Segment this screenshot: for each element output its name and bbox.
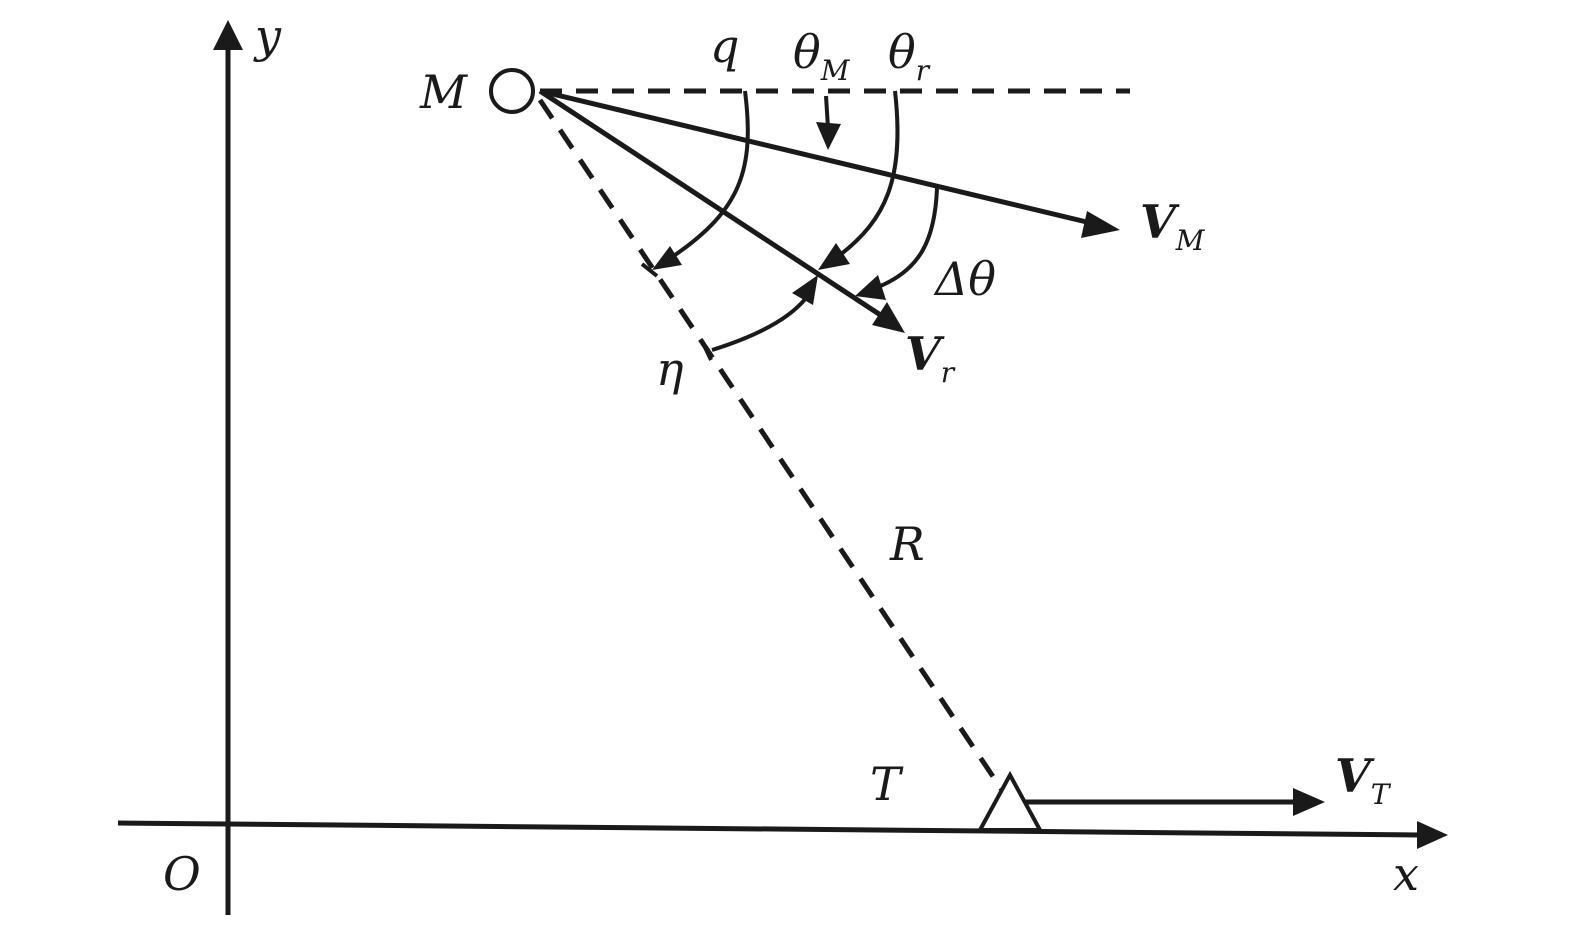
- target-label: T: [870, 757, 904, 811]
- vt-label: VT: [1335, 749, 1392, 811]
- vm-vector-line: [539, 88, 1096, 227]
- theta-r-angle-arrowhead: [818, 243, 850, 270]
- x-axis-label: x: [1393, 847, 1419, 901]
- vm-vector-arrowhead: [1081, 211, 1120, 238]
- y-axis-arrowhead: [213, 20, 243, 50]
- missile-label: M: [419, 65, 469, 119]
- q-angle-arrowhead: [652, 246, 682, 270]
- theta-r-angle-arc: [838, 90, 900, 257]
- origin-label: O: [163, 847, 201, 901]
- vm-label: VM: [1140, 195, 1206, 257]
- eta-angle-arc: [711, 296, 808, 352]
- q-angle-arc: [673, 90, 750, 257]
- eta-arc-tick: [701, 342, 713, 361]
- theta-r-label: θr: [888, 25, 931, 87]
- x-axis-arrowhead: [1417, 821, 1448, 849]
- missile-circle: [489, 68, 535, 114]
- theta-m-pointer-arrowhead: [816, 122, 841, 150]
- eta-label: η: [656, 342, 684, 396]
- q-angle-label: q: [710, 19, 739, 73]
- eta-angle-arrowhead: [792, 275, 818, 305]
- delta-theta-angle-arrowhead: [855, 275, 886, 300]
- delta-theta-angle-arc: [877, 187, 939, 289]
- delta-theta-label: Δθ: [933, 252, 996, 306]
- range-label: R: [889, 517, 925, 571]
- x-axis-line: [117, 820, 1421, 838]
- vr-vector-arrowhead: [872, 302, 905, 333]
- y-axis-label: y: [253, 9, 282, 63]
- vr-vector-line: [538, 88, 887, 321]
- line-of-sight-r: [537, 98, 1005, 792]
- q-arc-tick: [640, 262, 659, 278]
- theta-m-label: θM: [793, 25, 851, 87]
- vt-vector-arrowhead: [1293, 788, 1325, 816]
- vr-label: Vr: [905, 327, 956, 389]
- theta-m-pointer-line: [824, 95, 830, 129]
